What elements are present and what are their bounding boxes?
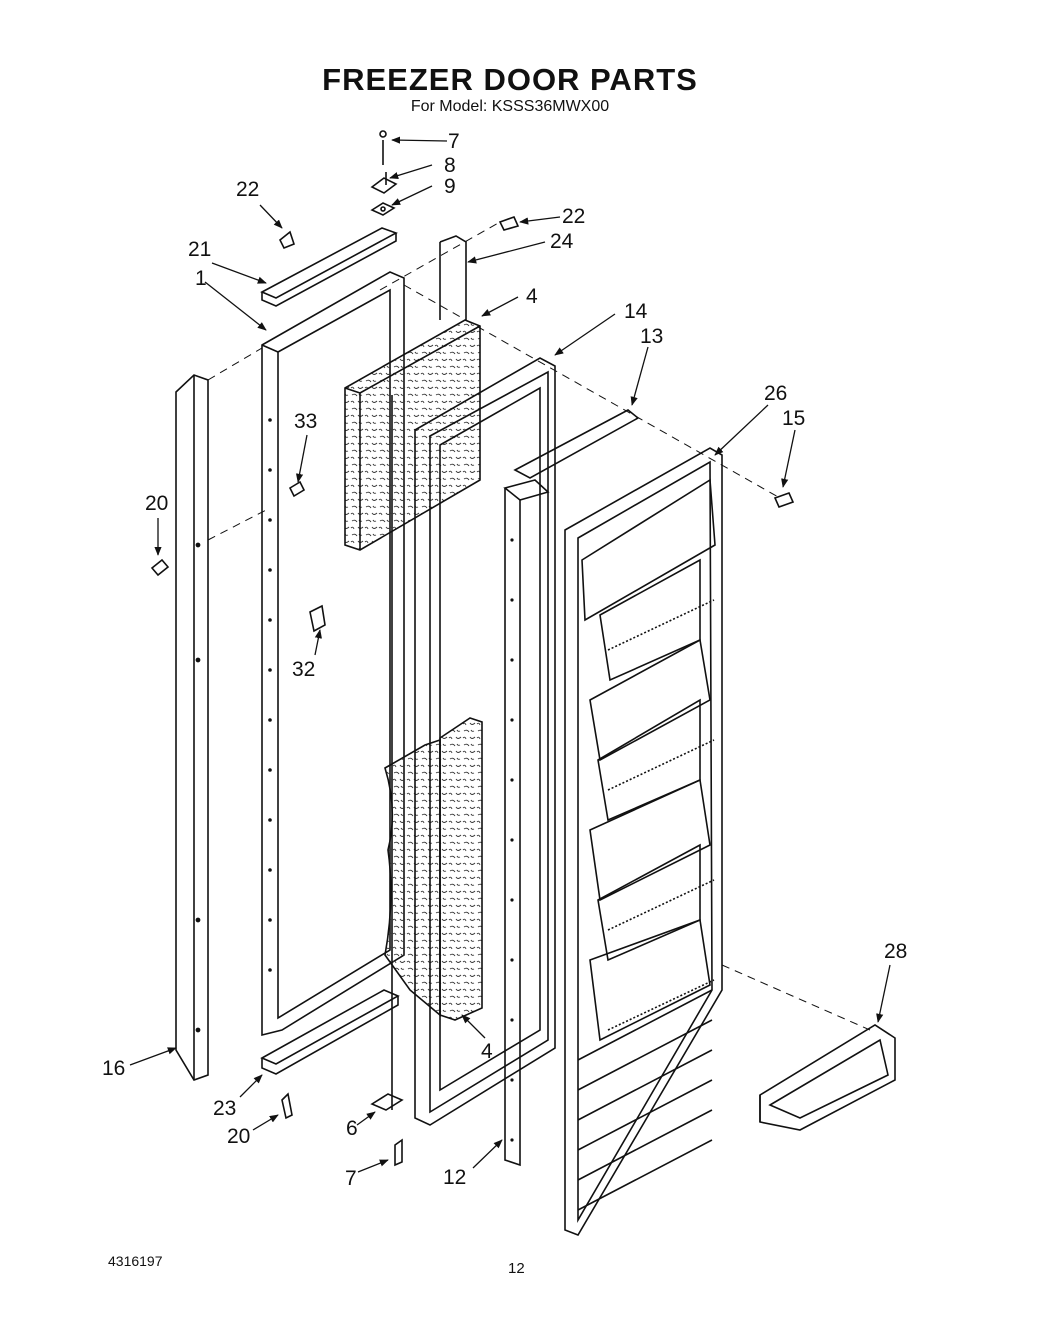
breaker-strip-13 (513, 409, 640, 479)
callout-22-left: 22 (236, 178, 259, 201)
callout-8: 8 (444, 154, 456, 177)
screw-22-top-left (278, 230, 295, 250)
callout-26: 26 (764, 382, 787, 405)
bottom-bracket-23 (260, 989, 400, 1075)
washer-9 (370, 202, 396, 216)
door-liner-26 (564, 447, 723, 1236)
callout-7-top: 7 (448, 130, 460, 153)
callout-23: 23 (213, 1097, 236, 1120)
model-subtitle: For Model: KSSS36MWX00 (410, 98, 610, 115)
callout-16: 16 (102, 1057, 125, 1080)
page-title: FREEZER DOOR PARTS (322, 62, 698, 97)
callout-labels: 7 8 9 22 22 24 21 1 4 14 13 26 15 33 20 … (102, 130, 907, 1190)
door-gasket-14 (414, 357, 556, 1126)
callout-9: 9 (444, 175, 456, 198)
callout-14: 14 (624, 300, 648, 323)
insulation-upper-4 (344, 319, 481, 551)
callout-13: 13 (640, 325, 663, 348)
screw-15 (773, 491, 795, 509)
hinge-8 (370, 172, 398, 194)
callout-22-right: 22 (562, 205, 585, 228)
document-number: 4316197 (108, 1253, 163, 1269)
callout-20-left: 20 (145, 492, 168, 515)
callout-20-bottom: 20 (227, 1125, 250, 1148)
callout-28: 28 (884, 940, 907, 963)
part-33 (288, 480, 306, 498)
callout-24: 24 (550, 230, 574, 253)
plug-32 (309, 604, 326, 633)
side-breaker-strip-12 (503, 479, 550, 1167)
leader-lines (129, 136, 891, 1173)
callout-4-upper: 4 (526, 285, 538, 308)
hinge-6 (370, 1093, 404, 1111)
callout-6: 6 (346, 1117, 358, 1140)
screw-20-bottom (281, 1092, 293, 1120)
callout-4-lower: 4 (481, 1040, 493, 1063)
callout-21: 21 (188, 238, 211, 261)
callout-12: 12 (443, 1166, 466, 1189)
callout-15: 15 (782, 407, 805, 430)
insulation-lower-4 (384, 717, 483, 1021)
callout-1: 1 (195, 267, 207, 290)
page-number: 12 (508, 1260, 525, 1277)
top-bracket-21 (260, 227, 398, 307)
screw-22-top-right (498, 215, 520, 231)
hinge-pin-7-bottom (394, 1138, 403, 1167)
alignment-lines (207, 221, 871, 1031)
hinge-pin-7-top (379, 130, 387, 165)
door-bin-28 (759, 1024, 896, 1131)
screw-20-left (150, 558, 170, 577)
callout-33: 33 (294, 410, 317, 433)
callout-7-bottom: 7 (345, 1167, 357, 1190)
outer-door-panel-16 (175, 374, 209, 1081)
callout-32: 32 (292, 658, 315, 681)
